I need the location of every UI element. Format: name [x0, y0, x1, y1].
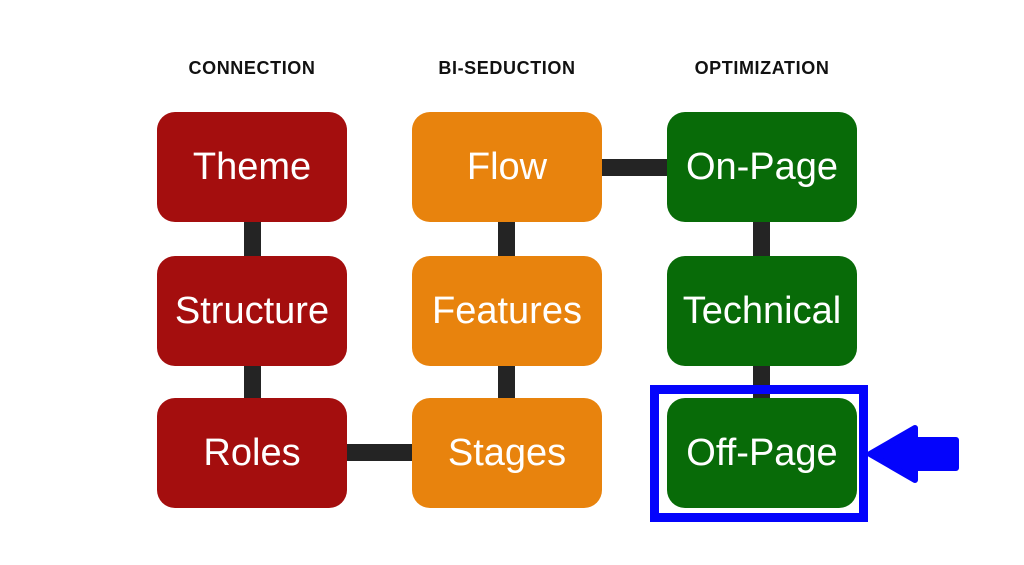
- node-stages[interactable]: Stages: [412, 398, 602, 508]
- column-header-bi-seduction: BI-SEDUCTION: [438, 58, 576, 78]
- node-theme[interactable]: Theme: [157, 112, 347, 222]
- connector-onpage-technical: [753, 220, 770, 258]
- connector-features-stages: [498, 364, 515, 401]
- connector-flow-features: [498, 220, 515, 258]
- arrow-left-icon: [866, 424, 962, 484]
- connector-roles-stages: [345, 444, 414, 461]
- connector-structure-roles: [244, 364, 261, 401]
- node-roles[interactable]: Roles: [157, 398, 347, 508]
- column-header-connection: CONNECTION: [188, 58, 316, 78]
- connector-theme-structure: [244, 220, 261, 258]
- node-features[interactable]: Features: [412, 256, 602, 366]
- connector-flow-onpage: [600, 159, 669, 176]
- node-technical[interactable]: Technical: [667, 256, 857, 366]
- node-onpage[interactable]: On-Page: [667, 112, 857, 222]
- node-structure[interactable]: Structure: [157, 256, 347, 366]
- node-flow[interactable]: Flow: [412, 112, 602, 222]
- highlight-border: [650, 385, 868, 522]
- column-header-optimization: OPTIMIZATION: [694, 58, 830, 78]
- node-offpage[interactable]: Off-Page: [667, 398, 857, 508]
